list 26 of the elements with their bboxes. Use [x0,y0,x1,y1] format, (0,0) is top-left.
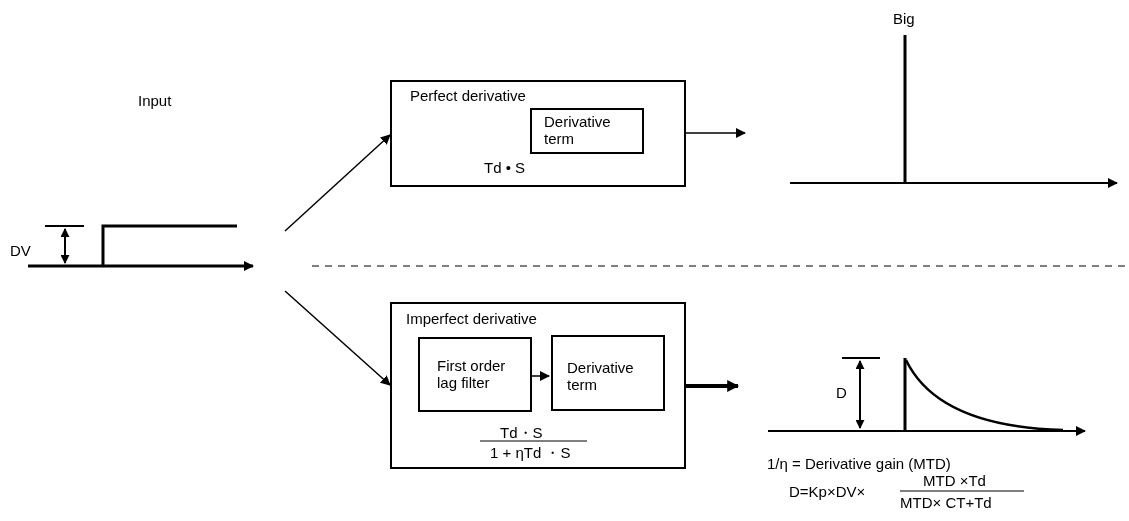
block-box [530,108,644,154]
transfer-function: Td • S [484,159,526,176]
block-label: Imperfect derivative [406,310,537,327]
arrow [529,371,550,381]
arrow [284,290,391,386]
arrow [284,134,391,232]
formula-text: MTD ×Td [923,472,986,489]
block-label: Derivative term [567,359,635,393]
block-box [390,80,686,187]
dimension-label: DV [10,242,31,259]
block-label: First order lag filter [437,357,507,391]
peak-label: Big [893,10,915,27]
axis-label: Input [138,92,172,109]
formula-text: 1/η = Derivative gain (MTD) [767,455,951,472]
transfer-function: Td・S [500,424,543,441]
arrow [685,128,746,138]
formula-text: D=Kp×DV× [789,483,866,500]
arrow [686,380,740,392]
transfer-function: 1 + ηTd ・S [490,444,571,461]
block-box [390,302,686,469]
block-box [551,335,665,411]
formula-text: MTD× CT+Td [900,494,992,511]
block-box [418,337,532,412]
block-label: Perfect derivative [410,87,526,104]
dimension-label: D [836,384,847,401]
block-label: Derivative term [544,113,612,147]
